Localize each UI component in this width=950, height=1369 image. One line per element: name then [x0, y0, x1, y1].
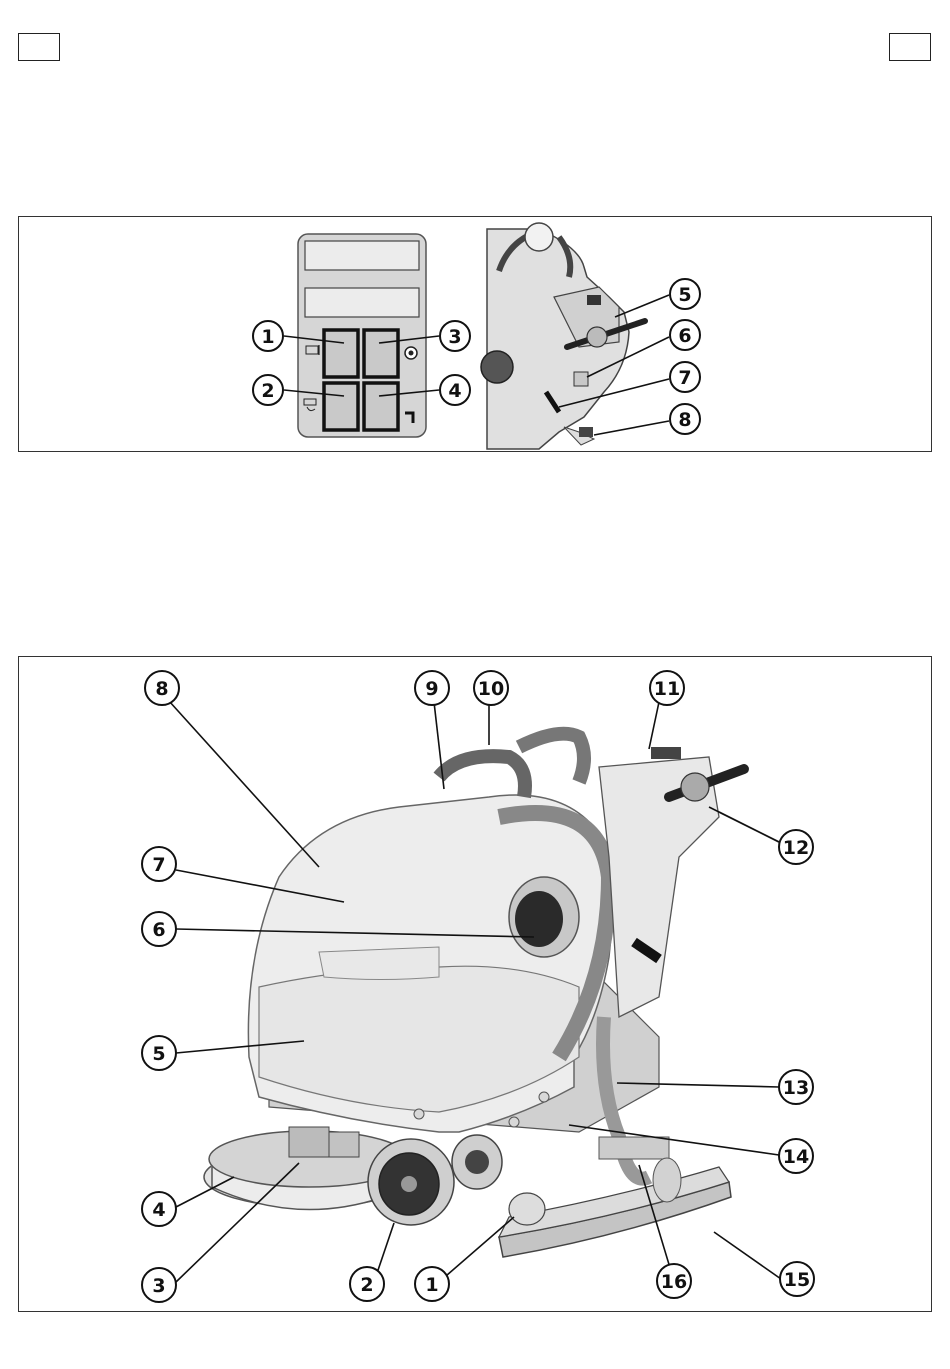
svg-text:1: 1: [261, 326, 274, 348]
callout-4: 4: [142, 1192, 176, 1226]
corner-box-right: [889, 33, 931, 61]
scrubber-machine-drawing: [204, 734, 744, 1257]
svg-text:8: 8: [155, 678, 168, 700]
panel-button-4: [364, 383, 398, 430]
callout-3: 3: [440, 321, 470, 351]
svg-text:9: 9: [425, 678, 438, 700]
svg-text:5: 5: [678, 284, 691, 306]
callout-5: 5: [670, 279, 700, 309]
svg-text:14: 14: [783, 1146, 809, 1168]
callout-1: 1: [253, 321, 283, 351]
callout-11: 11: [650, 671, 684, 705]
figure-machine-overview-drawing: 8 9 10 11 7 6 12 5 13 14 4 3 2 1 16 15: [19, 657, 930, 1310]
callout-8: 8: [670, 404, 700, 434]
callout-9: 9: [415, 671, 449, 705]
callout-6: 6: [670, 320, 700, 350]
svg-text:13: 13: [783, 1077, 809, 1099]
svg-text:1: 1: [425, 1274, 438, 1296]
svg-text:4: 4: [448, 380, 461, 402]
svg-text:6: 6: [152, 919, 165, 941]
svg-text:2: 2: [261, 380, 274, 402]
callout-15: 15: [780, 1262, 814, 1296]
callout-8: 8: [145, 671, 179, 705]
panel-button-1: [324, 330, 358, 377]
svg-text:10: 10: [478, 678, 504, 700]
figure-machine-overview: 8 9 10 11 7 6 12 5 13 14 4 3 2 1 16 15: [18, 656, 932, 1312]
callout-16: 16: [657, 1264, 691, 1298]
handle-closeup-drawing: [481, 223, 687, 449]
callout-10: 10: [474, 671, 508, 705]
callout-6: 6: [142, 912, 176, 946]
svg-text:4: 4: [152, 1199, 165, 1221]
callout-12: 12: [779, 830, 813, 864]
svg-text:7: 7: [678, 367, 691, 389]
panel-button-3: [364, 330, 398, 377]
callout-2: 2: [350, 1267, 384, 1301]
svg-text:15: 15: [784, 1269, 810, 1291]
figure-control-panel-drawing: 1 2 3 4 5 6 7 8: [19, 217, 930, 450]
callout-3: 3: [142, 1268, 176, 1302]
svg-text:2: 2: [360, 1274, 373, 1296]
svg-text:3: 3: [448, 326, 461, 348]
svg-text:6: 6: [678, 325, 691, 347]
svg-text:7: 7: [152, 854, 165, 876]
svg-text:8: 8: [678, 409, 691, 431]
control-panel-drawing: [298, 234, 426, 437]
svg-text:12: 12: [783, 837, 809, 859]
callout-1: 1: [415, 1267, 449, 1301]
svg-text:11: 11: [654, 678, 680, 700]
svg-text:16: 16: [661, 1271, 687, 1293]
callout-7: 7: [670, 362, 700, 392]
callout-2: 2: [253, 375, 283, 405]
brush-motor-icon: [405, 347, 417, 359]
callout-13: 13: [779, 1070, 813, 1104]
panel-button-2: [324, 383, 358, 430]
callout-7: 7: [142, 847, 176, 881]
callout-5: 5: [142, 1036, 176, 1070]
figure-control-panel: 1 2 3 4 5 6 7 8: [18, 216, 932, 452]
corner-box-left: [18, 33, 60, 61]
callout-14: 14: [779, 1139, 813, 1173]
svg-text:5: 5: [152, 1043, 165, 1065]
callout-4: 4: [440, 375, 470, 405]
svg-text:3: 3: [152, 1275, 165, 1297]
